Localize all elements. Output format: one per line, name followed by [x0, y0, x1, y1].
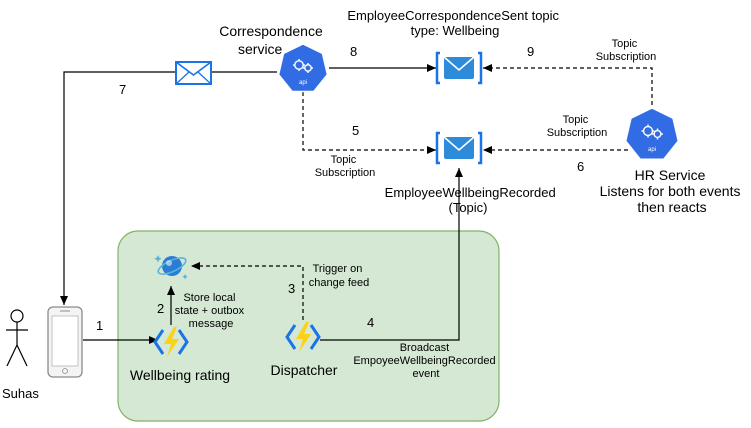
edge-9-number: 9: [527, 44, 534, 59]
edge-5-number: 5: [352, 123, 359, 138]
mobile-phone-icon: [47, 306, 83, 378]
dispatcher-label: Dispatcher: [271, 362, 338, 378]
edge-6-label: Topic Subscription: [547, 114, 608, 139]
edge-6-number: 6: [577, 159, 584, 174]
edge-8-number: 8: [350, 44, 357, 59]
email-envelope-icon: [175, 61, 212, 85]
user-stick-figure-icon: [6, 309, 28, 367]
edge-9-line: [483, 64, 653, 112]
edge-4-label: Broadcast EmpoyeeWellbeingRecorded event: [353, 342, 498, 380]
hr-service-icon: api: [624, 107, 680, 161]
edge-2-number: 2: [157, 301, 164, 316]
svg-text:api: api: [648, 147, 656, 153]
wellbeing-rating-function-icon: [153, 327, 189, 357]
svg-text:api: api: [299, 80, 307, 86]
edge-2-label: Store local state + outbox message: [175, 292, 247, 330]
edge-5-line: [302, 92, 436, 154]
correspondence-service-label: Correspondence: [219, 23, 323, 39]
edge-4-line: [320, 168, 463, 341]
wellbeing-recorded-topic-label: EmployeeWellbeingRecorded (Topic): [385, 185, 560, 215]
user-label: Suhas: [2, 386, 39, 401]
edge-5-label: Topic Subscription: [315, 154, 376, 179]
cosmos-db-icon: [154, 255, 188, 280]
edge-7-number: 7: [119, 82, 126, 97]
edge-3-label: Trigger on change feed: [309, 263, 370, 289]
dispatcher-function-icon: [285, 322, 321, 352]
wellbeing-recorded-topic-icon: [435, 131, 483, 165]
edge-3-number: 3: [288, 281, 295, 296]
correspondence-service-icon: api: [277, 43, 329, 93]
edge-3-line: [191, 262, 304, 320]
correspondence-service-label-2: service: [238, 41, 283, 57]
correspondence-sent-topic-icon: [435, 51, 483, 85]
wellbeing-rating-label: Wellbeing rating: [130, 367, 230, 383]
edge-4-number: 4: [367, 315, 374, 330]
edge-7-line: [64, 71, 277, 305]
edge-9-label: Topic Subscription: [596, 38, 657, 63]
hr-service-label: HR Service Listens for both events then …: [600, 167, 745, 215]
processing-group: [117, 230, 500, 422]
edge-1-number: 1: [96, 318, 103, 333]
correspondence-sent-topic-label: EmployeeCorrespondenceSent topic type: W…: [347, 8, 562, 38]
